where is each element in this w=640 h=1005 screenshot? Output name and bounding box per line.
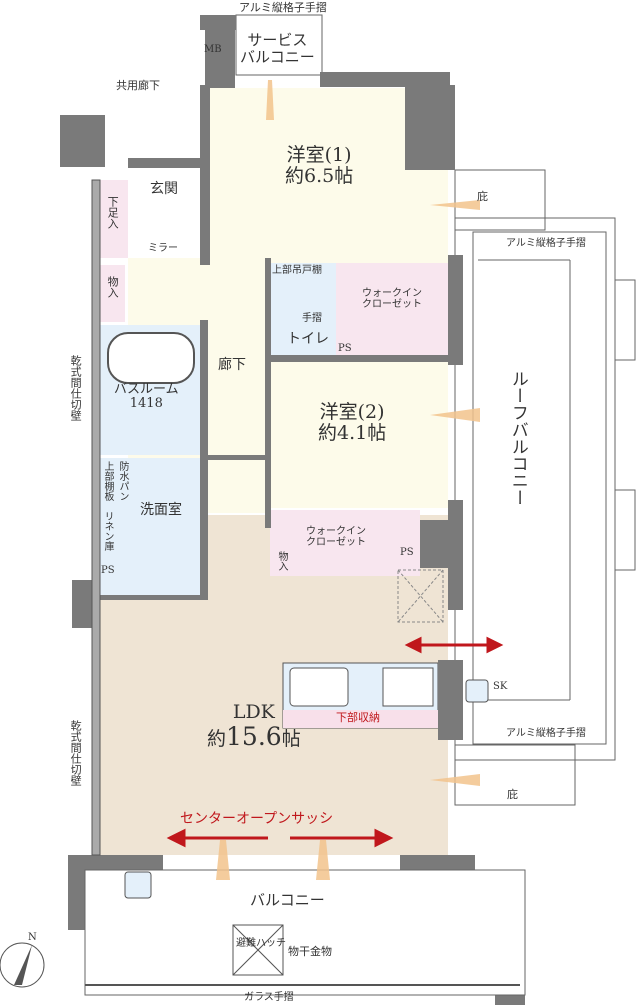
sk-label: SK — [493, 681, 508, 692]
storage2-label: 物入 — [276, 551, 287, 571]
western-room-2-label: 洋室(2) 約4.1帖 — [318, 402, 386, 444]
wic1-label: ウォークイン クローゼット — [362, 288, 422, 310]
upper-cabinet-label: 上部吊戸棚 — [272, 265, 322, 276]
common-corridor-label: 共用廊下 — [116, 79, 160, 92]
wic2-line2: クローゼット — [306, 537, 366, 548]
handrail-label: 手摺 — [302, 313, 322, 324]
escape-hatch-label: 避難ハッチ — [236, 938, 286, 949]
service-balcony-line2: バルコニー — [240, 48, 315, 67]
stove — [382, 667, 434, 707]
ldk-size-suffix: 帖 — [281, 727, 301, 750]
kitchen-sink — [289, 667, 349, 707]
north-label: N — [28, 932, 37, 943]
alu-rail-top-label: アルミ縦格子手摺 — [239, 1, 327, 14]
storage-label: 物入 — [106, 276, 120, 298]
mirror-label: ミラー — [148, 243, 178, 254]
balcony-area — [84, 869, 526, 996]
bathroom-label: バスルーム 1418 — [114, 382, 179, 412]
wic1-line2: クローゼット — [362, 299, 422, 310]
upper-shelf-label: 上部棚板 — [102, 461, 113, 501]
toilet-label: トイレ — [287, 331, 329, 347]
ldk-name: LDK — [232, 701, 275, 723]
eaves-bottom-label: 庇 — [507, 788, 518, 801]
kitchen-door-arrow — [404, 636, 504, 654]
western-room-2-size: 約4.1帖 — [318, 421, 387, 444]
ldk-size-value: 15.6 — [226, 721, 282, 751]
mb-label: MB — [204, 44, 222, 55]
storage-floor — [100, 265, 125, 322]
fridge-space — [397, 569, 444, 623]
bathroom-size: 1418 — [129, 396, 163, 412]
dry-wall-lower-label: 乾式間仕切壁 — [69, 720, 83, 786]
ps1-label: PS — [338, 343, 352, 354]
washroom-floor — [100, 458, 200, 596]
roof-balcony-outline — [454, 169, 636, 806]
service-balcony-area — [235, 14, 323, 76]
eaves-top-label: 庇 — [477, 190, 488, 203]
center-open-sash-arrows — [166, 828, 394, 848]
ldk-size-prefix: 約 — [207, 727, 227, 750]
bathroom-name: バスルーム — [114, 382, 179, 397]
under-storage-label: 下部収納 — [336, 711, 380, 724]
balcony-label: バルコニー — [250, 891, 325, 909]
waterproof-pan-label: 防水パン — [117, 461, 128, 501]
alu-rail-right-bottom-label: アルミ縦格子手摺 — [506, 728, 586, 739]
wic1-line1: ウォークイン — [362, 288, 422, 299]
entrance-floor — [128, 165, 206, 258]
roof-balcony-label: ルーフバルコニー — [507, 370, 528, 506]
wic1-floor — [336, 263, 448, 355]
western-room-2-floor — [270, 362, 448, 508]
alu-rail-right-top-label: アルミ縦格子手摺 — [506, 238, 586, 249]
shoe-storage-label: 下足入 — [106, 196, 120, 229]
sk-sink — [465, 679, 489, 703]
laundry-hanger-label: 物干金物 — [288, 945, 332, 958]
center-open-sash-label: センターオープンサッシ — [180, 811, 334, 827]
ventilation-marks — [216, 80, 480, 880]
western-room-1-label: 洋室(1) 約6.5帖 — [285, 145, 353, 187]
service-balcony-label: サービス バルコニー — [240, 31, 315, 67]
western-room-1-name: 洋室(1) — [286, 144, 352, 166]
ldk-label: LDK 約15.6帖 — [207, 701, 301, 751]
shoe-storage-floor — [100, 180, 128, 258]
ps2-label: PS — [101, 565, 115, 576]
dry-wall-upper-label: 乾式間仕切壁 — [69, 355, 83, 421]
toilet-floor — [270, 263, 336, 355]
under-storage-strip — [283, 710, 438, 728]
compass-icon — [0, 942, 45, 988]
entrance-label: 玄関 — [150, 181, 178, 197]
wic2-floor — [270, 510, 420, 576]
wic2-label: ウォークイン クローゼット — [306, 526, 366, 548]
hallway-label: 廊下 — [218, 357, 246, 373]
western-room-2-name: 洋室(2) — [319, 401, 385, 423]
ps3-label: PS — [400, 547, 414, 558]
service-balcony-line1: サービス — [247, 31, 308, 49]
ldk-size: 約15.6帖 — [207, 723, 301, 751]
bathtub — [107, 332, 195, 384]
balcony-sink — [124, 871, 152, 899]
washroom-label: 洗面室 — [140, 502, 182, 518]
western-room-1-size: 約6.5帖 — [285, 164, 354, 187]
linen-label: リネン庫 — [102, 511, 113, 551]
wic2-line1: ウォークイン — [306, 526, 366, 537]
dry-partition-wall — [91, 179, 101, 856]
glass-rail-label: ガラス手摺 — [244, 992, 294, 1003]
